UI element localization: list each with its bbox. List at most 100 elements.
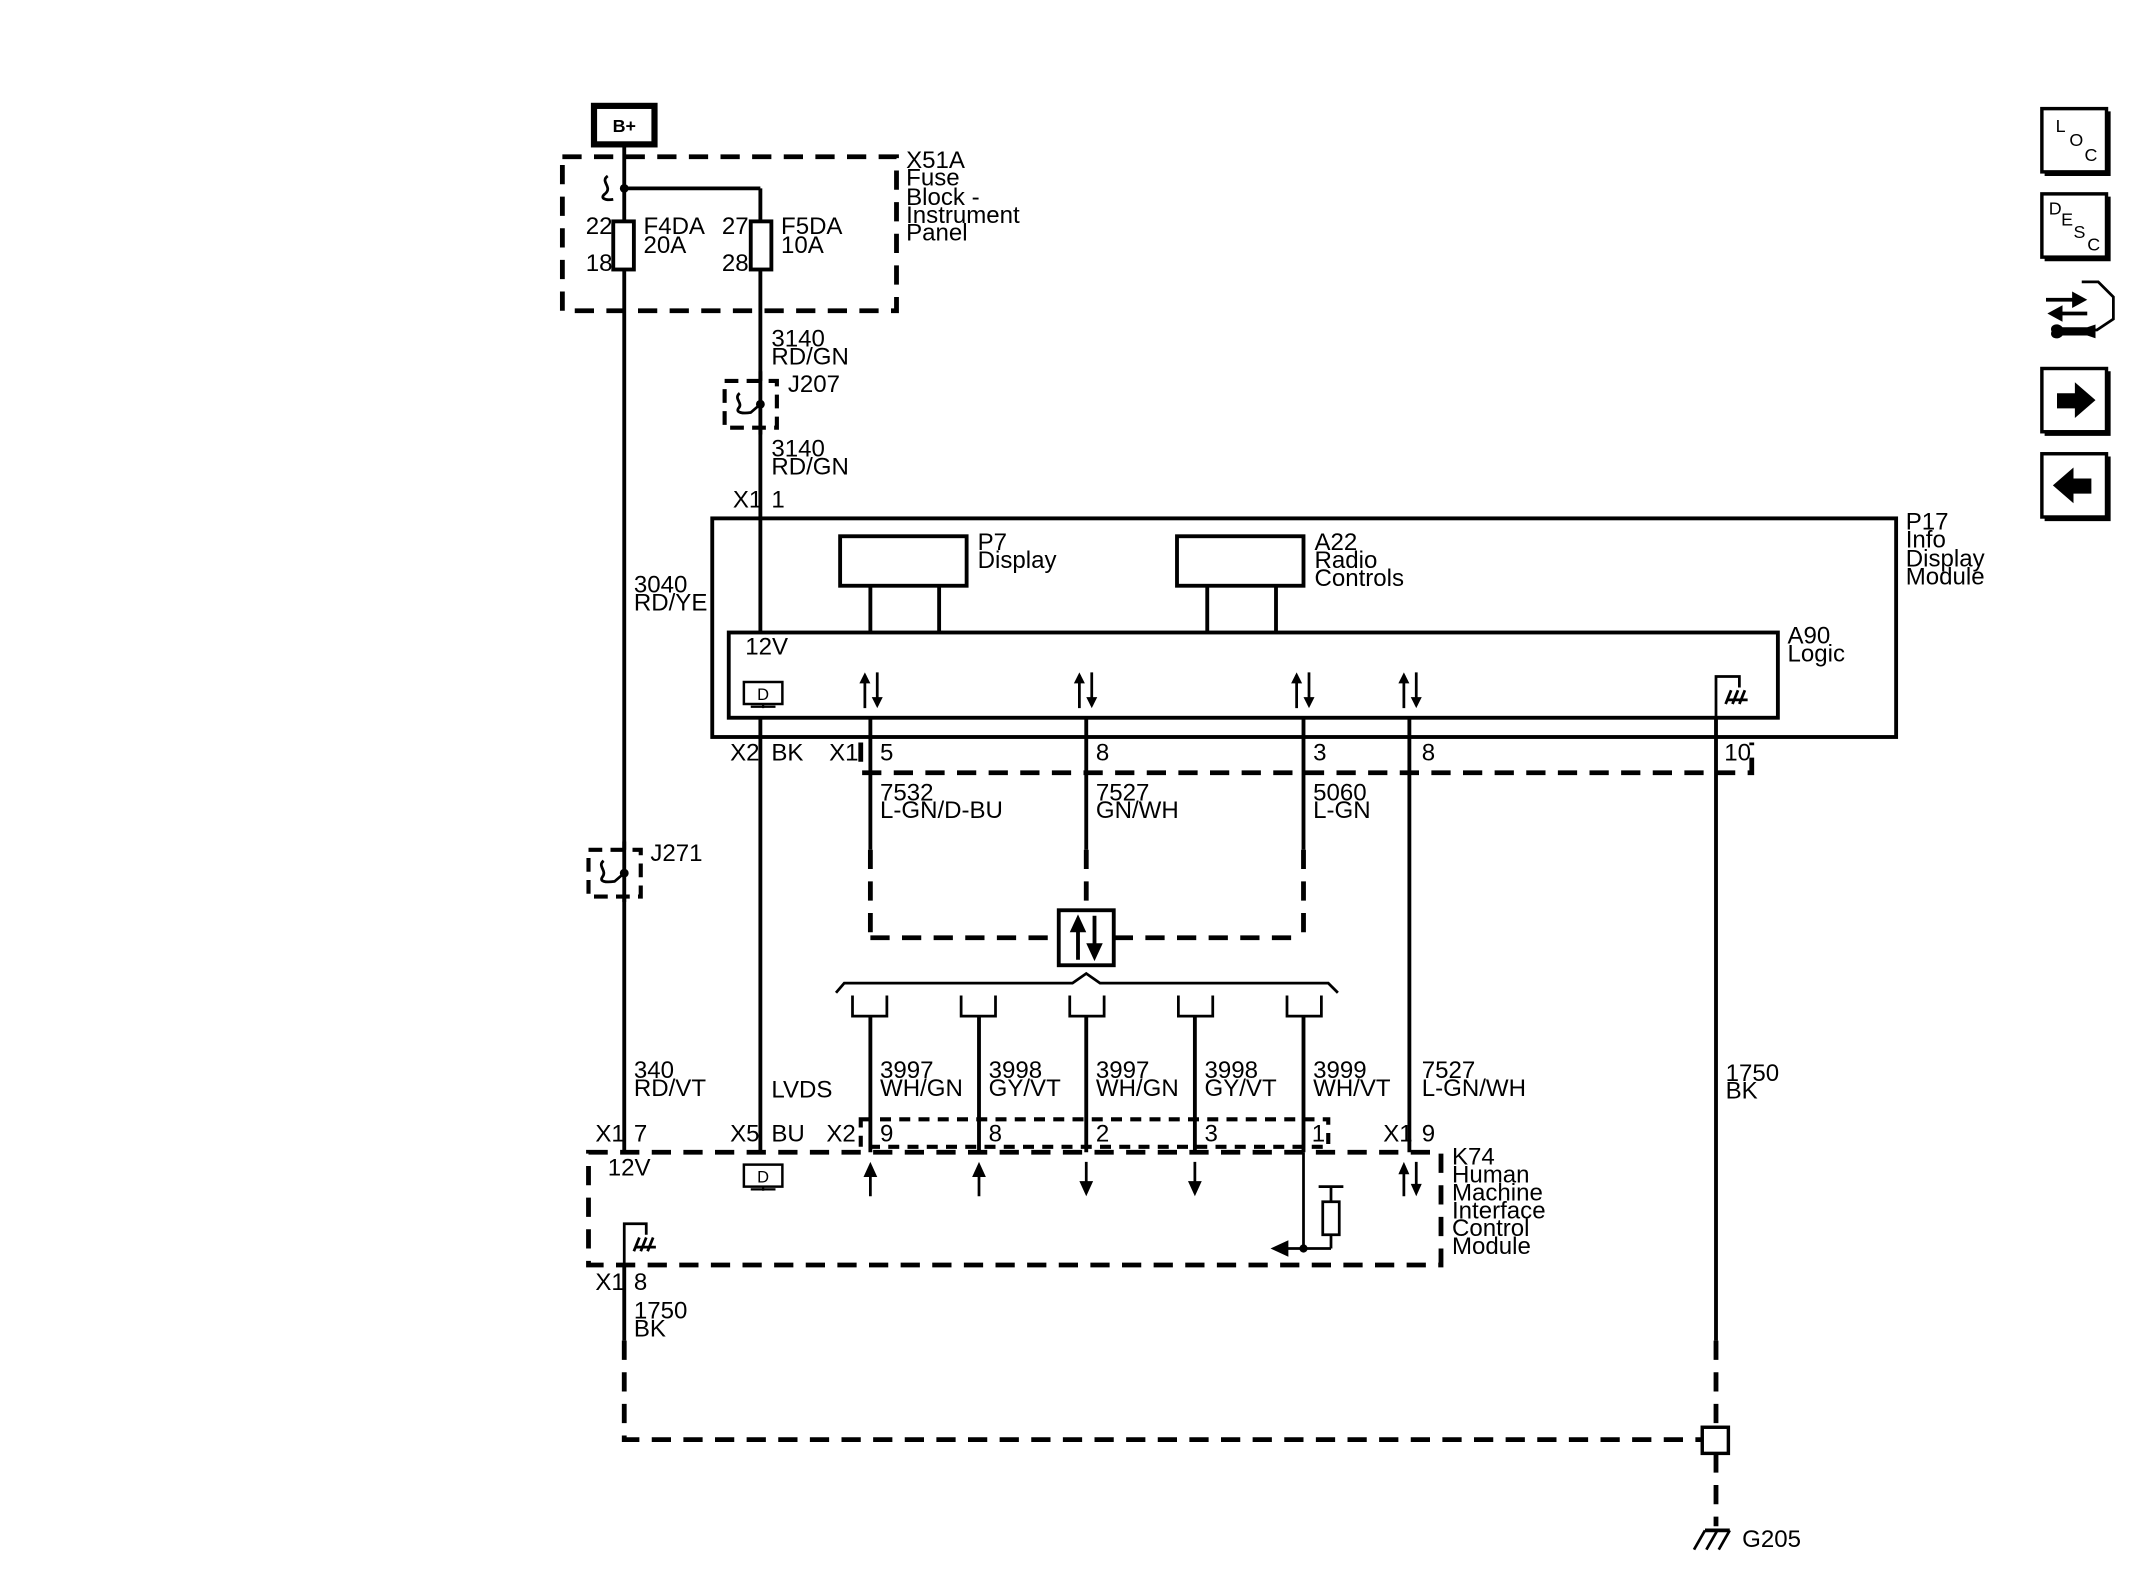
- p17-x2-wire-color: BK: [771, 739, 803, 766]
- wire-1750-p17-circuit: 1750: [1726, 1060, 1780, 1087]
- p17-bidir-arrow-8-icon: [1073, 672, 1098, 709]
- k74-bidir-arrow-9-icon: [1398, 1161, 1422, 1197]
- a22-id: A22: [1315, 529, 1358, 556]
- svg-text:D: D: [2049, 199, 2062, 219]
- wire-1750-k74-color: BK: [634, 1316, 666, 1343]
- k74-x2-pin-9: 9: [880, 1120, 893, 1147]
- p17-x1-pin-1: 1: [771, 486, 784, 513]
- location-button[interactable]: L O C: [2040, 106, 2111, 176]
- k74-x1-power-connector: X1: [595, 1120, 624, 1147]
- k74-x2-connector-outline: [858, 1117, 1331, 1149]
- arrow-left-icon: [2052, 467, 2092, 504]
- p17-video-display-icon: D: [742, 680, 784, 709]
- splice-j271-label: J271: [650, 840, 702, 867]
- a90-logic-box: [726, 630, 1780, 720]
- bus-break-symbol: [601, 174, 614, 202]
- a90-voltage: 12V: [745, 634, 788, 661]
- p17-bidir-arrow-8b-icon: [1398, 672, 1422, 709]
- wire-1750-k74-circuit: 1750: [634, 1298, 688, 1325]
- p17-x1-bottom-connector: X1: [829, 739, 858, 766]
- tap-3: [1068, 995, 1106, 1018]
- k74-name-line-3: Interface: [1452, 1197, 1546, 1224]
- wire-340-color: RD/VT: [634, 1075, 706, 1102]
- a22-radio-controls-box: [1175, 534, 1306, 588]
- wire-3998-b-color: GY/VT: [1205, 1075, 1277, 1102]
- wire-3998-b-circuit: 3998: [1205, 1057, 1259, 1084]
- fuse-f5da-rating: 10A: [781, 232, 824, 259]
- k74-video-display-icon: D: [742, 1163, 784, 1191]
- k74-x1-power-pin: 7: [634, 1120, 647, 1147]
- k74-termination-resistor-icon: [1270, 1152, 1344, 1257]
- k74-x2-pin-2: 2: [1096, 1120, 1109, 1147]
- wire-3997-b-color: WH/GN: [1096, 1075, 1179, 1102]
- k74-x2-pin-8: 8: [989, 1120, 1002, 1147]
- svg-text:C: C: [2085, 145, 2098, 165]
- k74-x5-wire-color: BU: [771, 1120, 804, 1147]
- wire-5060-color: L-GN: [1313, 797, 1370, 824]
- k74-x1-ground-connector: X1: [595, 1269, 624, 1296]
- k74-output-arrow-2-icon: [1079, 1161, 1094, 1197]
- wire-5060-circuit: 5060: [1313, 779, 1367, 806]
- fuse-f5da-pin-out: 28: [722, 250, 749, 277]
- k74-x2-pin-3: 3: [1205, 1120, 1218, 1147]
- k74-name-line-2: Machine: [1452, 1179, 1543, 1206]
- wire-7527-color: GN/WH: [1096, 797, 1179, 824]
- p7-name: Display: [978, 547, 1057, 574]
- fuse-block-name-line-4: Panel: [906, 220, 968, 247]
- previous-page-button[interactable]: [2040, 452, 2111, 522]
- wire-3040-color: RD/YE: [634, 590, 708, 617]
- a22-name-line-1: Radio: [1315, 547, 1378, 574]
- fuse-block-id: X51A: [906, 147, 965, 174]
- k74-name-line-4: Control: [1452, 1215, 1530, 1242]
- svg-text:C: C: [2087, 234, 2100, 254]
- wire-3997-b-circuit: 3997: [1096, 1057, 1150, 1084]
- wire-3998-a-circuit: 3998: [989, 1057, 1043, 1084]
- wire-3998-a-color: GY/VT: [989, 1075, 1061, 1102]
- p17-pin-5: 5: [880, 739, 893, 766]
- wire-1750-k74-dashed: [621, 1340, 1703, 1443]
- p17-x2-connector: X2: [730, 739, 759, 766]
- description-button[interactable]: D E S C: [2040, 192, 2111, 262]
- k74-name-line-5: Module: [1452, 1233, 1531, 1260]
- tap-1: [851, 995, 889, 1018]
- bus-junction-dot: [619, 183, 629, 193]
- splice-j207-label: J207: [788, 371, 840, 398]
- wire-340-circuit: 340: [634, 1057, 674, 1084]
- ground-g205-label: G205: [1742, 1526, 1801, 1553]
- k74-module-outline: [586, 1149, 1444, 1268]
- p17-name-line-1: Info: [1906, 526, 1946, 553]
- k74-input-arrow-8-icon: [972, 1161, 986, 1197]
- k74-x5-connector: X5: [730, 1120, 759, 1147]
- fuse-f4da-name: F4DA: [644, 213, 705, 240]
- a90-id: A90: [1788, 623, 1831, 650]
- fuse-block-name-line-2: Block -: [906, 184, 980, 211]
- wire-lvds-label: LVDS: [771, 1076, 832, 1103]
- wire-7527-direct-color: L-GN/WH: [1422, 1075, 1526, 1102]
- svg-text:S: S: [2074, 222, 2086, 242]
- p17-name-line-3: Module: [1906, 563, 1985, 590]
- p17-x1-connector: X1: [733, 486, 762, 513]
- wire-3140-upper-circuit: 3140: [771, 326, 825, 353]
- wire-7532-circuit: 7532: [880, 779, 934, 806]
- connector-repair-icon[interactable]: [2046, 280, 2115, 339]
- fuse-f5da: [748, 219, 774, 272]
- wire-3997-a-circuit: 3997: [880, 1057, 934, 1084]
- ground-g205-icon: [1692, 1528, 1731, 1551]
- svg-text:D: D: [757, 1169, 769, 1187]
- wire-3997-a-color: WH/GN: [880, 1075, 963, 1102]
- p17-pin-8b: 8: [1422, 739, 1435, 766]
- next-page-button[interactable]: [2040, 366, 2111, 436]
- tap-5: [1285, 995, 1323, 1018]
- svg-text:O: O: [2069, 130, 2083, 150]
- fuse-block-name-line-3: Instrument: [906, 202, 1020, 229]
- wire-3140-lower-circuit: 3140: [771, 436, 825, 463]
- svg-text:D: D: [757, 686, 769, 704]
- tap-4: [1177, 995, 1215, 1018]
- fuse-f4da-pin-in: 22: [586, 213, 613, 240]
- wire-3140-upper-color: RD/GN: [771, 343, 848, 370]
- fuse-f5da-pin-in: 27: [722, 213, 749, 240]
- wire-3040-circuit: 3040: [634, 572, 688, 599]
- fuse-f4da: [611, 219, 636, 272]
- wire-3999-circuit: 3999: [1313, 1057, 1367, 1084]
